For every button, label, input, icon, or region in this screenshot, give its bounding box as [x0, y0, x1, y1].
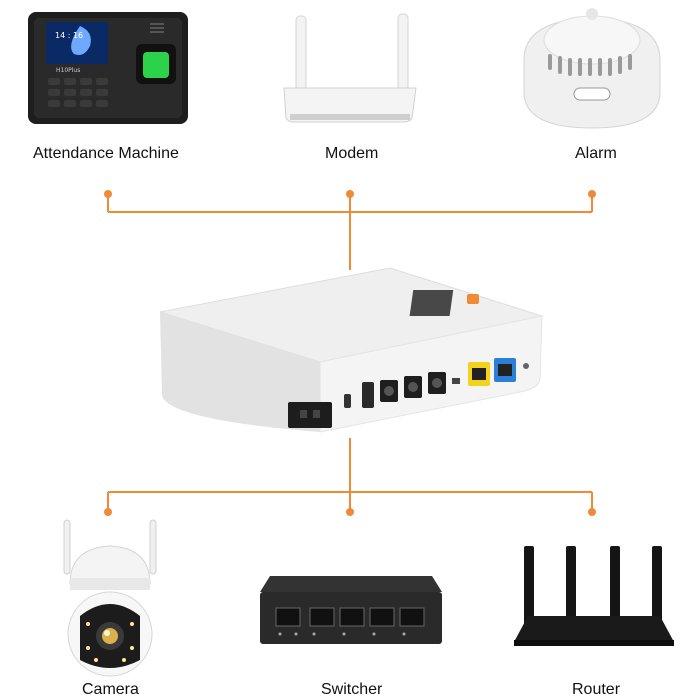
camera-image — [63, 519, 157, 677]
attendance-machine-label: Attendance Machine — [33, 145, 179, 162]
connector-dot — [346, 508, 354, 516]
bottom-connector — [107, 438, 593, 512]
connector-dot — [588, 508, 596, 516]
keypad — [48, 78, 108, 107]
router-image — [514, 546, 674, 646]
central-ups-device — [159, 267, 544, 433]
connector-dot — [104, 190, 112, 198]
alarm-label: Alarm — [575, 145, 617, 162]
connector-dot — [588, 190, 596, 198]
switcher-label: Switcher — [321, 681, 383, 698]
svg-text:14 : 16: 14 : 16 — [55, 31, 83, 40]
modem-image — [283, 13, 417, 123]
top-connector — [107, 194, 593, 270]
switcher-image — [260, 576, 442, 644]
router-label: Router — [572, 681, 621, 698]
alarm-image — [523, 8, 661, 129]
modem-label: Modem — [325, 145, 379, 162]
attendance-machine-image: 14 : 16 H10Plus — [28, 12, 188, 124]
svg-text:H10Plus: H10Plus — [56, 67, 80, 74]
connector-dot — [104, 508, 112, 516]
camera-label: Camera — [82, 681, 139, 698]
connector-dot — [346, 190, 354, 198]
